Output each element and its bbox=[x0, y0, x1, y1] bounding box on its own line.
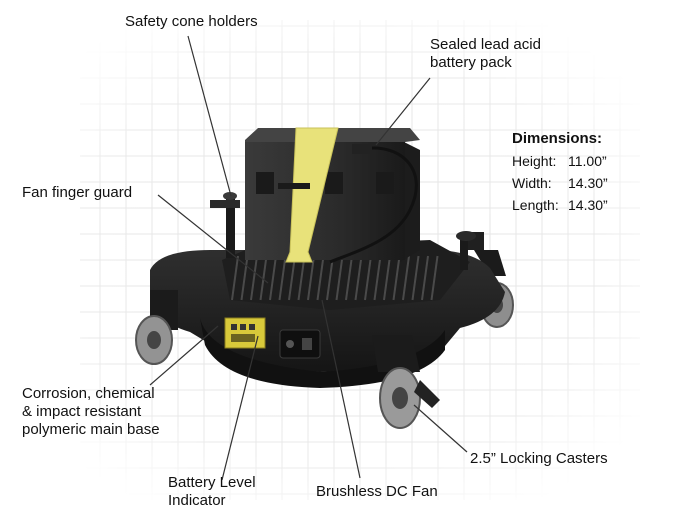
cone-holder-right bbox=[456, 231, 476, 270]
product-illustration bbox=[135, 127, 514, 429]
dimensions-title: Dimensions: bbox=[512, 130, 603, 147]
leader-battery-pack bbox=[375, 77, 431, 146]
label-battery-indicator-line-1: Battery Level bbox=[168, 474, 256, 491]
battery-cable bbox=[329, 146, 418, 264]
label-fan-finger-guard: Fan finger guard bbox=[22, 184, 133, 201]
battery-latch-far bbox=[376, 172, 394, 194]
battery-latch-right bbox=[325, 172, 343, 194]
grille-rib bbox=[307, 255, 315, 301]
leader-base bbox=[149, 325, 219, 386]
grille-rib bbox=[421, 255, 429, 301]
cable-connector bbox=[352, 144, 372, 154]
label-brushless-dc-fan: Brushless DC Fan bbox=[316, 483, 438, 500]
dimension-label: Length: bbox=[512, 197, 559, 213]
label-battery-level-indicator: Battery Level Indicator bbox=[168, 474, 256, 510]
grille-rib bbox=[411, 255, 420, 301]
grille-rib bbox=[278, 255, 287, 301]
dimension-value: 14.30” bbox=[568, 197, 608, 213]
dimension-label: Height: bbox=[512, 153, 557, 169]
label-locking-casters: 2.5” Locking Casters bbox=[470, 450, 608, 467]
grille-rib bbox=[345, 255, 353, 301]
safety-cone-holder bbox=[210, 192, 240, 258]
caster-front-right bbox=[372, 335, 440, 429]
label-battery-pack: Sealed lead acid battery pack bbox=[430, 36, 541, 72]
grille-rib bbox=[402, 255, 410, 301]
grille-rib bbox=[259, 255, 268, 301]
leader-battery-indicator bbox=[221, 335, 259, 481]
fan-grille-ribs bbox=[231, 255, 439, 301]
strap-buckle bbox=[278, 183, 310, 189]
dimension-row-length: Length: 14.30” bbox=[512, 194, 608, 216]
label-battery-pack-line-2: battery pack bbox=[430, 54, 512, 71]
grille-rib bbox=[354, 255, 363, 301]
grille-rib bbox=[383, 255, 391, 301]
label-main-base: Corrosion, chemical & impact resistant p… bbox=[22, 385, 160, 439]
grille-rib bbox=[269, 255, 277, 301]
leader-safety-cone bbox=[187, 35, 232, 197]
dimension-value: 14.30” bbox=[568, 175, 608, 191]
label-safety-cone-holders: Safety cone holders bbox=[125, 13, 258, 30]
grille-rib bbox=[392, 255, 401, 301]
dimension-row-height: Height: 11.00” bbox=[512, 150, 608, 172]
label-battery-indicator-line-2: Indicator bbox=[168, 492, 226, 509]
grille-rib bbox=[250, 255, 258, 301]
grille-rib bbox=[364, 255, 372, 301]
grille-rib bbox=[231, 255, 239, 301]
dimension-label: Width: bbox=[512, 175, 552, 191]
grille-rib bbox=[297, 255, 306, 301]
caster-front-left bbox=[135, 290, 178, 365]
switch-panel bbox=[279, 329, 321, 359]
label-main-base-line-2: & impact resistant bbox=[22, 403, 142, 420]
grille-rib bbox=[316, 255, 325, 301]
leader-casters bbox=[413, 404, 468, 453]
grille-rib bbox=[373, 255, 382, 301]
dimension-row-width: Width: 14.30” bbox=[512, 172, 608, 194]
battery-level-indicator-panel bbox=[224, 317, 266, 349]
label-battery-pack-line-1: Sealed lead acid bbox=[430, 36, 541, 53]
grille-rib bbox=[335, 255, 344, 301]
label-main-base-line-3: polymeric main base bbox=[22, 421, 160, 438]
leader-fan-guard bbox=[157, 194, 269, 284]
grille-rib bbox=[288, 255, 296, 301]
battery-strap bbox=[285, 127, 339, 263]
dimensions-block: Dimensions: Height: 11.00” Width: 14.30”… bbox=[512, 128, 608, 216]
grille-rib bbox=[430, 255, 439, 301]
leader-lines bbox=[149, 35, 468, 481]
dimension-value: 11.00” bbox=[568, 153, 607, 169]
grille-rib bbox=[326, 255, 334, 301]
grille-rib bbox=[240, 255, 249, 301]
label-main-base-line-1: Corrosion, chemical bbox=[22, 385, 155, 402]
leader-dc-fan bbox=[321, 299, 361, 479]
battery-latch-left bbox=[256, 172, 274, 194]
